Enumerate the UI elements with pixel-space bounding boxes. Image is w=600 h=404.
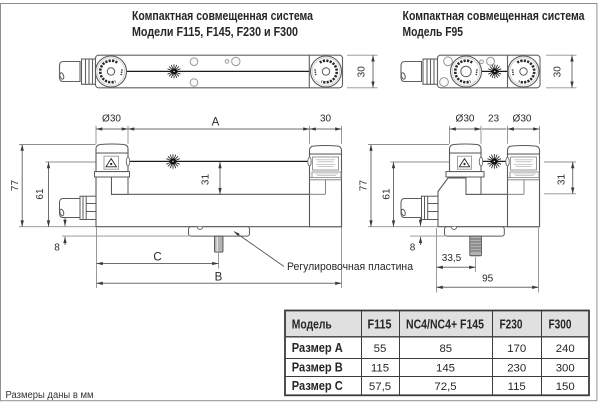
svg-text:Модель: Модель [292, 317, 332, 332]
svg-text:B: B [215, 272, 223, 284]
svg-text:Модели F115, F145, F230 и F300: Модели F115, F145, F230 и F300 [132, 24, 298, 39]
svg-text:8: 8 [54, 243, 60, 254]
svg-text:Ø30: Ø30 [102, 114, 121, 125]
svg-text:Компактная совмещенная система: Компактная совмещенная система [403, 8, 586, 23]
svg-text:Компактная совмещенная система: Компактная совмещенная система [132, 8, 314, 23]
svg-text:72,5: 72,5 [434, 381, 456, 393]
svg-text:30: 30 [357, 66, 368, 78]
svg-text:300: 300 [556, 363, 575, 375]
svg-text:Размеры даны в мм: Размеры даны в мм [6, 390, 94, 401]
svg-text:C: C [153, 252, 161, 264]
svg-text:61: 61 [35, 188, 46, 200]
svg-text:F230: F230 [500, 317, 523, 332]
svg-text:170: 170 [507, 343, 526, 355]
svg-text:Размер B: Размер B [292, 360, 343, 375]
svg-text:230: 230 [507, 363, 526, 375]
svg-text:F300: F300 [549, 317, 572, 332]
svg-text:Регулировочная пластина: Регулировочная пластина [287, 261, 414, 273]
svg-text:85: 85 [439, 343, 452, 355]
svg-text:115: 115 [371, 363, 389, 375]
svg-text:Ø30: Ø30 [513, 114, 532, 125]
svg-text:33,5: 33,5 [442, 253, 462, 264]
svg-text:95: 95 [482, 274, 494, 285]
svg-text:145: 145 [436, 363, 455, 375]
svg-text:Размер C: Размер C [292, 378, 344, 393]
svg-text:30: 30 [553, 66, 564, 78]
svg-text:F115: F115 [368, 317, 392, 332]
svg-text:55: 55 [374, 343, 387, 355]
svg-text:31: 31 [556, 174, 567, 186]
svg-text:Ø30: Ø30 [456, 114, 475, 125]
svg-text:23: 23 [488, 114, 500, 125]
svg-text:30: 30 [320, 114, 332, 125]
svg-text:57,5: 57,5 [369, 381, 391, 393]
svg-text:31: 31 [201, 174, 212, 186]
svg-text:NC4/NC4+ F145: NC4/NC4+ F145 [406, 317, 484, 332]
svg-text:150: 150 [556, 381, 575, 393]
svg-text:Модель F95: Модель F95 [403, 24, 464, 39]
svg-text:240: 240 [556, 343, 575, 355]
svg-text:115: 115 [508, 381, 526, 393]
svg-text:77: 77 [359, 180, 370, 192]
svg-text:Размер A: Размер A [292, 340, 344, 355]
svg-text:A: A [212, 117, 220, 129]
svg-text:8: 8 [410, 243, 416, 254]
svg-text:61: 61 [382, 188, 393, 200]
svg-text:77: 77 [10, 180, 21, 192]
